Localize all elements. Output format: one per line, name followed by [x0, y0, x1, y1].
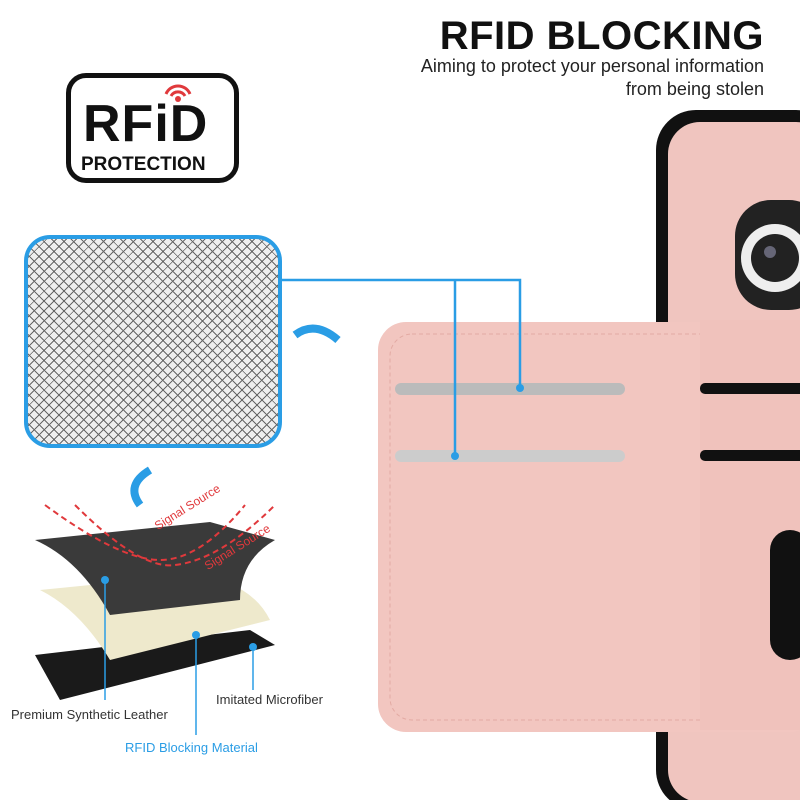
subtitle-line-2: from being stolen — [625, 79, 764, 99]
layer-label-top: Premium Synthetic Leather — [11, 707, 168, 722]
wifi-signal-icon — [164, 84, 192, 102]
logo-caption: PROTECTION — [81, 154, 206, 175]
arrow-icon — [130, 466, 153, 508]
logo-word: RFiD — [83, 95, 209, 153]
rfid-protection-logo: RFiD PROTECTION — [66, 73, 239, 183]
rfid-mesh-closeup — [24, 235, 282, 448]
subtitle-line-1: Aiming to protect your personal informat… — [420, 56, 764, 76]
layer-label-bottom: Imitated Microfiber — [216, 692, 323, 707]
page-title: RFID BLOCKING — [439, 14, 764, 58]
layer-label-middle: RFID Blocking Material — [125, 740, 258, 755]
arrow-icon — [292, 324, 341, 344]
